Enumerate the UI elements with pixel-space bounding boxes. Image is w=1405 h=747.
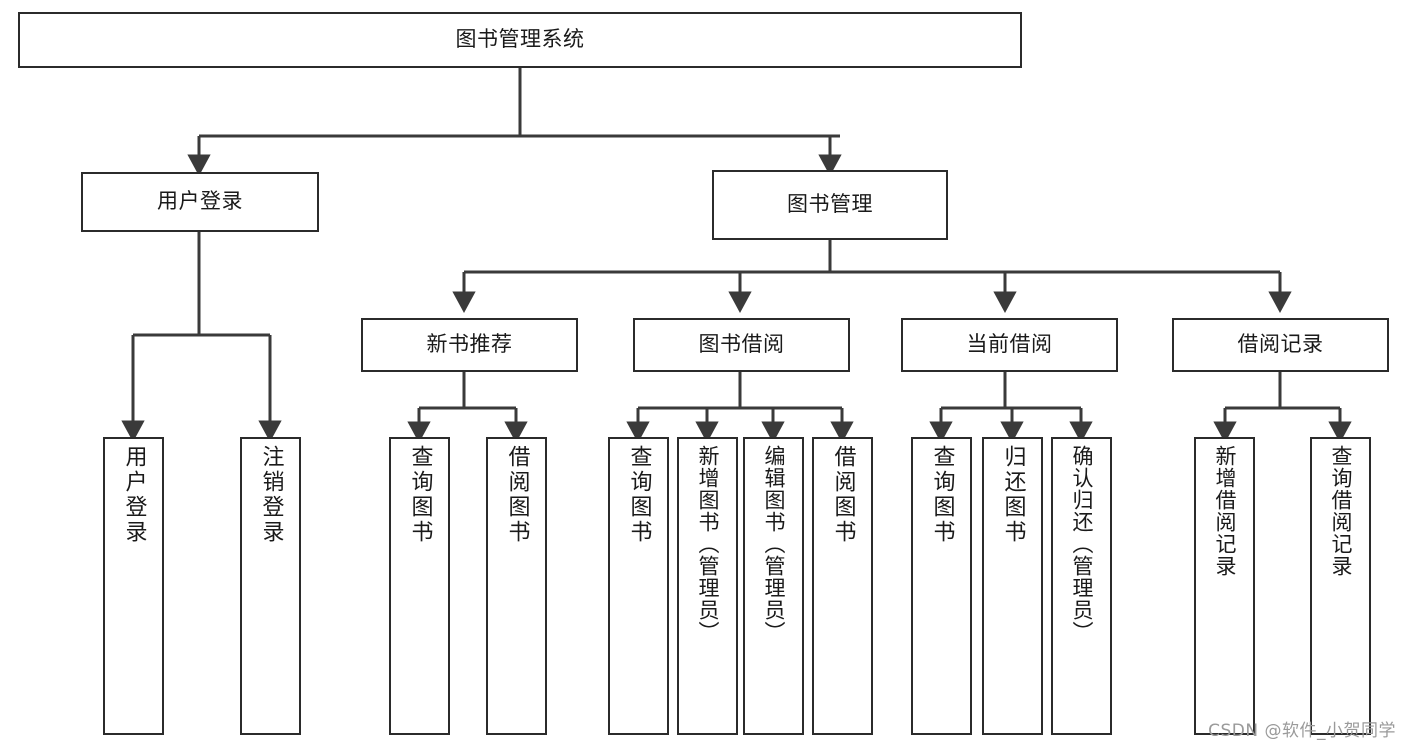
node-leaf-edit-book-label: 编辑图书（管理员） (762, 445, 786, 643)
node-leaf-add-record-label: 新增借阅记录 (1213, 445, 1237, 577)
node-user-login-label: 用户登录 (157, 189, 243, 214)
node-root-label: 图书管理系统 (455, 27, 585, 52)
node-borrow-record-label: 借阅记录 (1237, 332, 1324, 357)
node-leaf-logout-label: 注销登录 (258, 445, 284, 545)
node-leaf-query-book-3-label: 查询图书 (929, 445, 955, 545)
node-leaf-query-record-label: 查询借阅记录 (1329, 445, 1353, 577)
node-leaf-add-record[interactable]: 新增借阅记录 (1194, 437, 1255, 735)
node-book-borrow-label: 图书借阅 (698, 332, 785, 357)
node-book-manage[interactable]: 图书管理 (712, 170, 948, 240)
node-leaf-logout[interactable]: 注销登录 (240, 437, 301, 735)
node-leaf-query-book-2[interactable]: 查询图书 (608, 437, 669, 735)
node-current-borrow-label: 当前借阅 (966, 332, 1053, 357)
node-borrow-record[interactable]: 借阅记录 (1172, 318, 1389, 372)
node-leaf-query-record[interactable]: 查询借阅记录 (1310, 437, 1371, 735)
node-leaf-query-book-1[interactable]: 查询图书 (389, 437, 450, 735)
node-leaf-add-book[interactable]: 新增图书（管理员） (677, 437, 738, 735)
node-leaf-borrow-book-1-label: 借阅图书 (504, 445, 530, 545)
node-leaf-user-login[interactable]: 用户登录 (103, 437, 164, 735)
node-leaf-borrow-book-2[interactable]: 借阅图书 (812, 437, 873, 735)
node-leaf-confirm-return[interactable]: 确认归还（管理员） (1051, 437, 1112, 735)
watermark-text: CSDN @软件_小贺同学 (1208, 721, 1396, 741)
node-book-manage-label: 图书管理 (787, 192, 873, 217)
node-root[interactable]: 图书管理系统 (18, 12, 1022, 68)
node-current-borrow[interactable]: 当前借阅 (901, 318, 1118, 372)
node-leaf-edit-book[interactable]: 编辑图书（管理员） (743, 437, 804, 735)
node-new-book-recommend[interactable]: 新书推荐 (361, 318, 578, 372)
node-leaf-confirm-return-label: 确认归还（管理员） (1070, 445, 1094, 643)
node-leaf-add-book-label: 新增图书（管理员） (696, 445, 720, 643)
node-leaf-user-login-label: 用户登录 (121, 445, 147, 545)
node-leaf-return-book[interactable]: 归还图书 (982, 437, 1043, 735)
node-leaf-borrow-book-2-label: 借阅图书 (830, 445, 856, 545)
node-book-borrow[interactable]: 图书借阅 (633, 318, 850, 372)
node-leaf-query-book-3[interactable]: 查询图书 (911, 437, 972, 735)
node-leaf-query-book-1-label: 查询图书 (407, 445, 433, 545)
node-leaf-borrow-book-1[interactable]: 借阅图书 (486, 437, 547, 735)
node-leaf-query-book-2-label: 查询图书 (626, 445, 652, 545)
node-new-book-recommend-label: 新书推荐 (426, 332, 513, 357)
node-user-login[interactable]: 用户登录 (81, 172, 319, 232)
node-leaf-return-book-label: 归还图书 (1000, 445, 1026, 545)
